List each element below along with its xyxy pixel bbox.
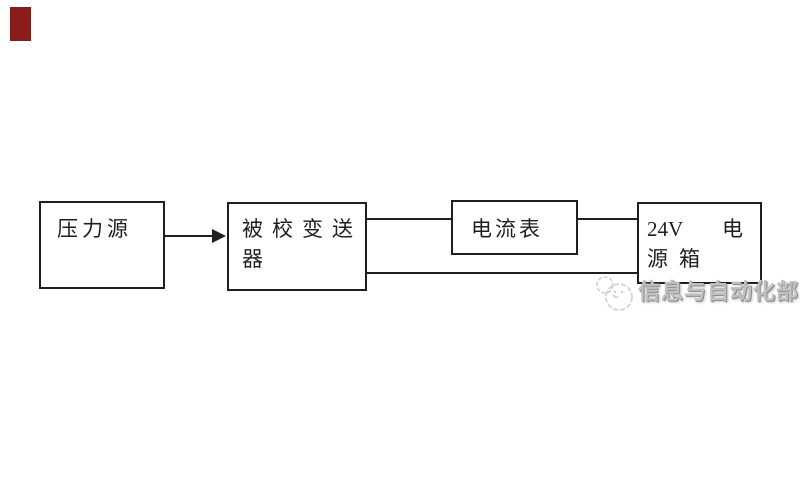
watermark-logo-icon	[596, 276, 633, 311]
power-supply-label-line2: 源箱	[647, 247, 711, 271]
power-supply-voltage: 24V	[647, 217, 684, 241]
box-power-supply: 24V 电 源箱	[637, 202, 762, 284]
box-pressure-source: 压力源	[39, 201, 165, 289]
arrow-head-icon	[212, 229, 226, 243]
transmitter-label-line2: 器	[242, 247, 263, 271]
wire-transmitter-to-power	[367, 272, 637, 274]
ammeter-label: 电流表	[471, 217, 543, 241]
watermark-text: 信息与自动化部	[638, 279, 800, 304]
box-transmitter: 被校变送 器	[227, 202, 367, 291]
box-ammeter: 电流表	[451, 200, 578, 255]
red-corner-marker	[10, 7, 31, 41]
pressure-source-label: 压力源	[57, 217, 132, 241]
power-supply-line1-char: 电	[722, 217, 743, 241]
power-supply-label-line1: 24V 电	[647, 214, 743, 244]
wire-ammeter-to-power	[578, 218, 637, 220]
transmitter-label-line1: 被校变送	[242, 217, 362, 241]
wire-transmitter-to-ammeter	[367, 218, 451, 220]
watermark: 信息与自动化部	[594, 274, 799, 312]
arrow-connector-line	[165, 235, 213, 237]
